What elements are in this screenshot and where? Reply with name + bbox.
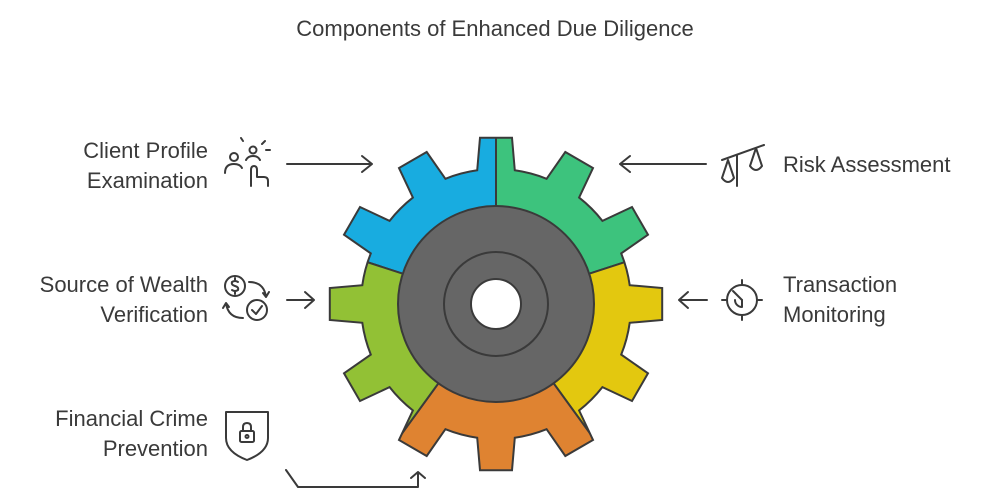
person-pointer-icon [224,137,271,187]
label-transaction-monitoring-line1: Transaction [783,272,898,297]
arrow-risk-assessment [619,155,707,173]
arrow-financial-crime [285,469,426,488]
label-client-profile-line2: Examination [86,168,208,193]
label-risk-assessment: Risk Assessment [783,150,951,180]
shield-lock-icon [225,411,269,461]
hub-inner-ring [443,251,549,357]
label-client-profile-line1: Client Profile [83,138,208,163]
label-source-of-wealth-line2: Verification [100,302,208,327]
balance-scale-icon [721,144,765,187]
arrow-client-profile [286,155,373,173]
label-source-of-wealth-line1: Source of Wealth [39,272,208,297]
label-financial-crime-line1: Financial Crime [55,406,208,431]
label-risk-assessment-line1: Risk Assessment [783,152,951,177]
radar-icon [721,279,763,321]
label-financial-crime: Financial Crime Prevention [55,404,208,464]
hub-hole [470,278,522,330]
arrow-transaction-monitoring [678,291,708,309]
label-transaction-monitoring: Transaction Monitoring [783,270,897,330]
diagram-title: Components of Enhanced Due Diligence [296,16,694,41]
label-source-of-wealth: Source of Wealth Verification [40,270,208,330]
label-financial-crime-line2: Prevention [102,436,208,461]
label-client-profile: Client Profile Examination [83,136,208,196]
label-transaction-monitoring-line2: Monitoring [783,302,886,327]
arrow-source-of-wealth [286,291,315,309]
money-check-cycle-icon [222,275,270,321]
gear-outline [328,136,664,472]
gear-hub [397,205,595,403]
